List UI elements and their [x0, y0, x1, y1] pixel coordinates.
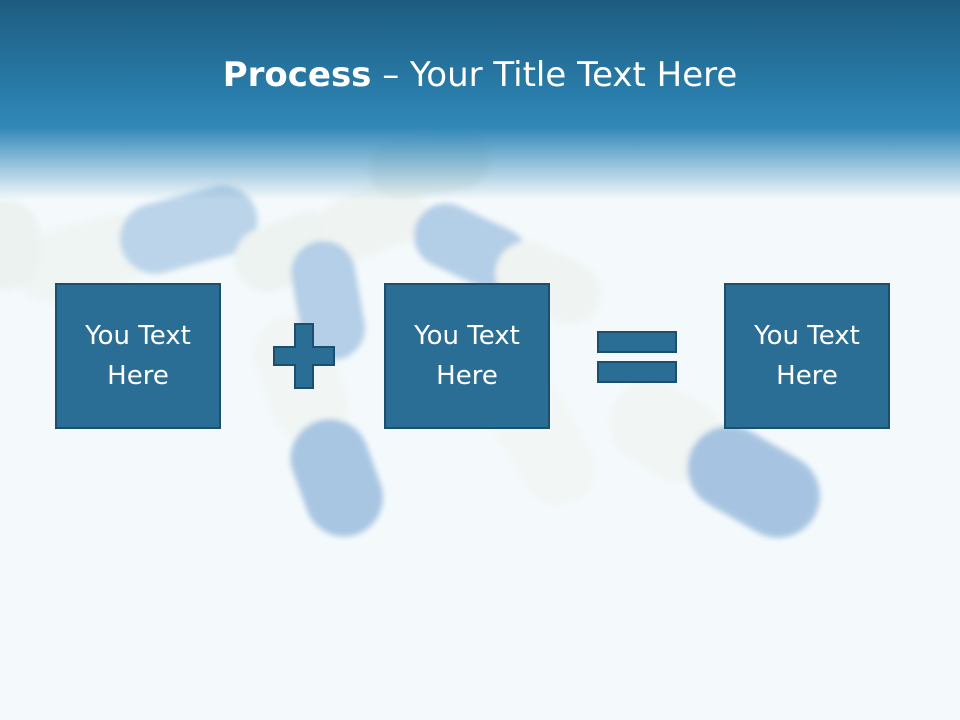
process-box-2[interactable]: You Text Here — [384, 283, 550, 429]
process-box-1[interactable]: You Text Here — [55, 283, 221, 429]
process-box-2-line-2: Here — [436, 361, 498, 391]
process-box-3[interactable]: You Text Here — [724, 283, 890, 429]
equals-icon — [597, 331, 677, 383]
title-rest-text: – Your Title Text Here — [371, 55, 738, 95]
process-box-2-text: You Text Here — [414, 316, 520, 396]
process-box-3-text: You Text Here — [754, 316, 860, 396]
process-box-1-text: You Text Here — [85, 316, 191, 396]
header-band — [0, 0, 960, 200]
process-box-2-line-1: You Text — [414, 321, 520, 351]
process-box-3-line-2: Here — [776, 361, 838, 391]
process-box-1-line-2: Here — [107, 361, 169, 391]
slide-title: Process – Your Title Text Here — [0, 50, 960, 100]
title-bold-text: Process — [222, 55, 372, 95]
plus-icon — [273, 323, 335, 389]
process-box-3-line-1: You Text — [754, 321, 860, 351]
process-box-1-line-1: You Text — [85, 321, 191, 351]
